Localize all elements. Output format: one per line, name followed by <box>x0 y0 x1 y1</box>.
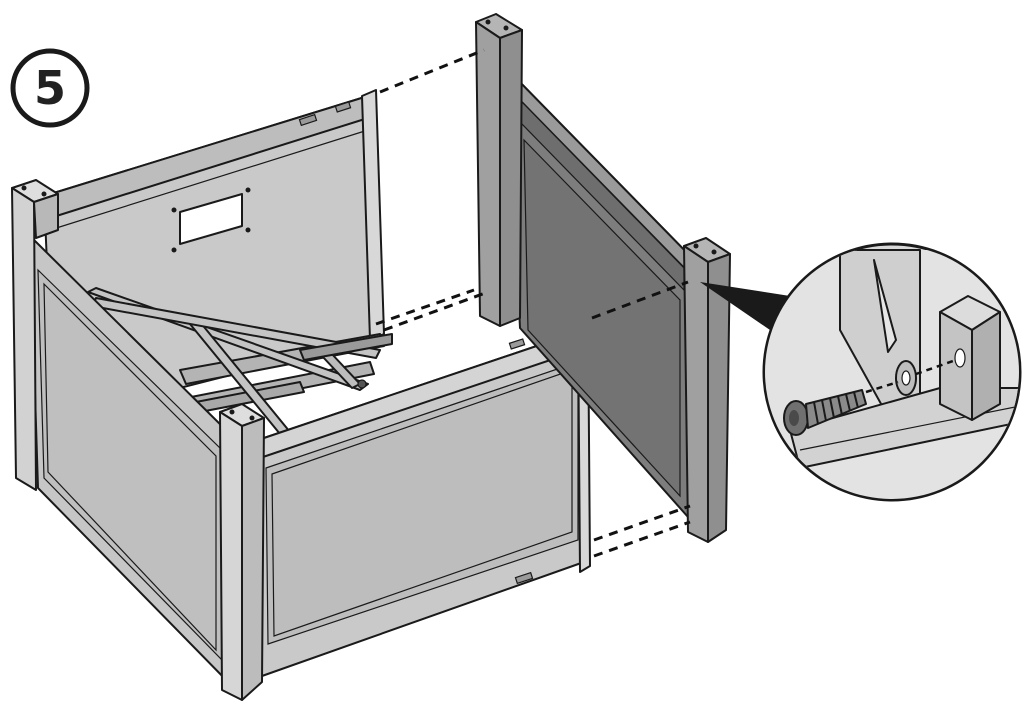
washer-icon <box>895 360 917 396</box>
corner-post-front-right <box>683 237 731 543</box>
detail-pointer <box>700 282 790 330</box>
corner-post-back-left <box>11 179 59 491</box>
corner-post-front-left <box>219 403 265 701</box>
screw-icon <box>783 389 867 436</box>
right-side-panel <box>499 69 697 527</box>
step-number: 5 <box>34 61 66 115</box>
step-badge: 5 <box>10 48 90 128</box>
front-panel <box>257 313 591 677</box>
floor-frame <box>87 287 393 435</box>
detail-callout <box>762 242 1022 502</box>
alignment-lines <box>375 48 691 558</box>
corner-post-back-right <box>475 13 523 327</box>
